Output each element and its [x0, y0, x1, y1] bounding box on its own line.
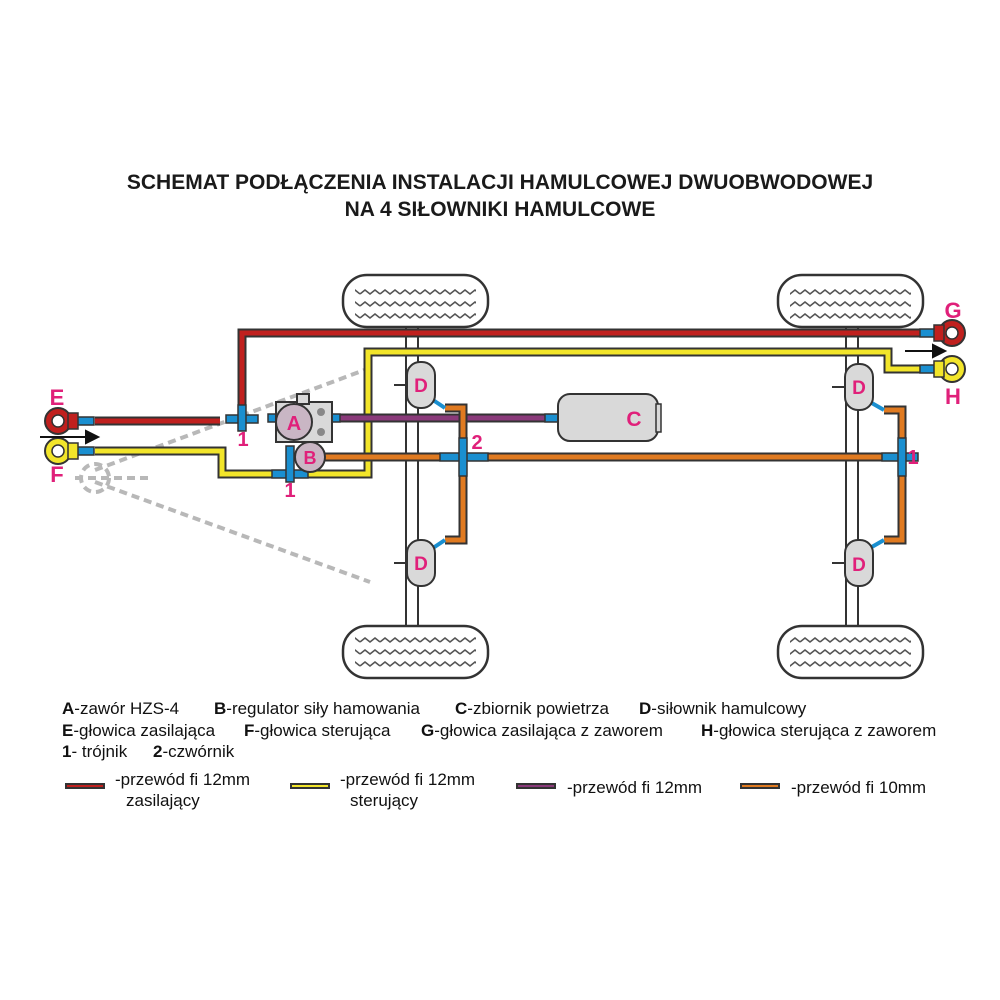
- label-f: F: [50, 462, 63, 487]
- legend-item-e: E-głowica zasilająca: [62, 721, 216, 740]
- label-g: G: [944, 298, 961, 323]
- diagram-title-line1: SCHEMAT PODŁĄCZENIA INSTALACJI HAMULCOWE…: [126, 171, 874, 194]
- swatch-control: [290, 783, 330, 789]
- label-cross-2: 2: [471, 432, 482, 454]
- label-a: A: [287, 413, 301, 435]
- regulator-b: [294, 441, 326, 473]
- legend-item-g: G-głowica zasilająca z zaworem: [421, 721, 663, 740]
- brake-actuators-d: [394, 361, 874, 587]
- flow-arrows: [40, 343, 948, 445]
- coupling-head-e: [44, 407, 79, 435]
- legend-row-1: A-zawór HZS-4: [62, 699, 179, 719]
- label-tee-1a: 1: [237, 429, 248, 451]
- legend-item-2: 2-czwórnik: [153, 742, 235, 761]
- wheel-front-left: [341, 273, 490, 329]
- legend-item-b: B-regulator siły hamowania: [214, 699, 420, 718]
- legend-item-d: D-siłownik hamulcowy: [639, 699, 807, 718]
- legend-item-h: H-głowica sterująca z zaworem: [701, 721, 937, 740]
- swatch-orange: [740, 783, 780, 789]
- wheel-front-right: [341, 624, 490, 680]
- label-h: H: [945, 384, 961, 409]
- wheel-rear-left: [776, 273, 925, 329]
- label-d2: D: [414, 554, 428, 575]
- air-tank-c: [557, 393, 662, 442]
- swatch-supply: [65, 783, 105, 789]
- supply-line-red: [95, 328, 925, 426]
- line-legend-control-text2: sterujący: [350, 791, 419, 810]
- swatch-purple: [516, 783, 556, 789]
- label-b: B: [304, 448, 317, 468]
- line-legend-purple-text: -przewód fi 12mm: [567, 778, 703, 797]
- line-orange: [325, 403, 907, 545]
- line-legend-supply-text1: -przewód fi 12mm: [115, 770, 251, 789]
- wheel-rear-right: [776, 624, 925, 680]
- fittings: [75, 328, 939, 550]
- line-legend-supply-text2: zasilający: [126, 791, 200, 810]
- axles: [405, 320, 859, 632]
- label-d4: D: [852, 555, 866, 576]
- control-line-yellow: [95, 347, 925, 479]
- coupling-head-h: [933, 355, 966, 383]
- diagram-title-line2: NA 4 SIŁOWNIKI HAMULCOWE: [344, 198, 656, 221]
- label-tee-1c: 1: [907, 447, 918, 469]
- label-c: C: [626, 408, 641, 431]
- legend-item-a: A-zawór HZS-4: [62, 699, 180, 718]
- label-tee-1b: 1: [284, 480, 295, 502]
- valve-a: [275, 393, 333, 443]
- line-legend-control-text1: -przewód fi 12mm: [340, 770, 476, 789]
- legend-item-1: 1- trójnik: [62, 742, 128, 761]
- coupling-head-g: [933, 319, 966, 347]
- legend-item-c: C-zbiornik powietrza: [455, 699, 610, 718]
- label-d1: D: [414, 376, 428, 397]
- label-e: E: [50, 385, 65, 410]
- line-legend-orange-text: -przewód fi 10mm: [791, 778, 927, 797]
- legend-item-f: F-głowica sterująca: [244, 721, 391, 740]
- coupling-head-f: [44, 437, 79, 465]
- label-d3: D: [852, 378, 866, 399]
